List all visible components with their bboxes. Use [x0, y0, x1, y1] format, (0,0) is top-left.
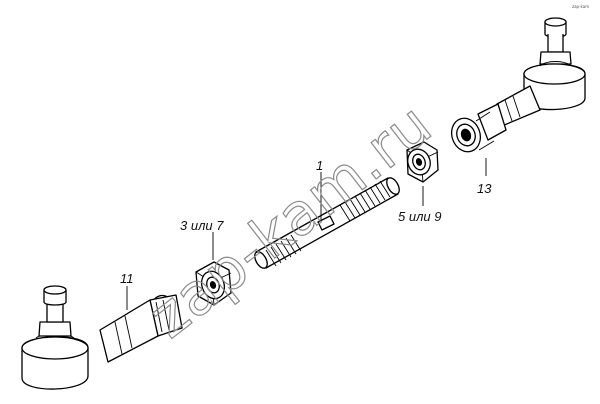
label-part-5-or-9: 5 или 9 [398, 209, 441, 224]
right-tie-rod-end [450, 17, 586, 153]
left-tie-rod-end [21, 285, 183, 390]
label-part-3-or-7: 3 или 7 [180, 218, 224, 233]
threaded-rod [254, 177, 400, 269]
label-part-11: 11 [120, 271, 134, 286]
label-part-1: 1 [316, 158, 323, 173]
corner-mark: zap-kam [572, 4, 589, 9]
nut-5-or-9 [406, 141, 439, 183]
nut-3-or-7 [195, 261, 232, 306]
label-part-13: 13 [477, 181, 492, 196]
